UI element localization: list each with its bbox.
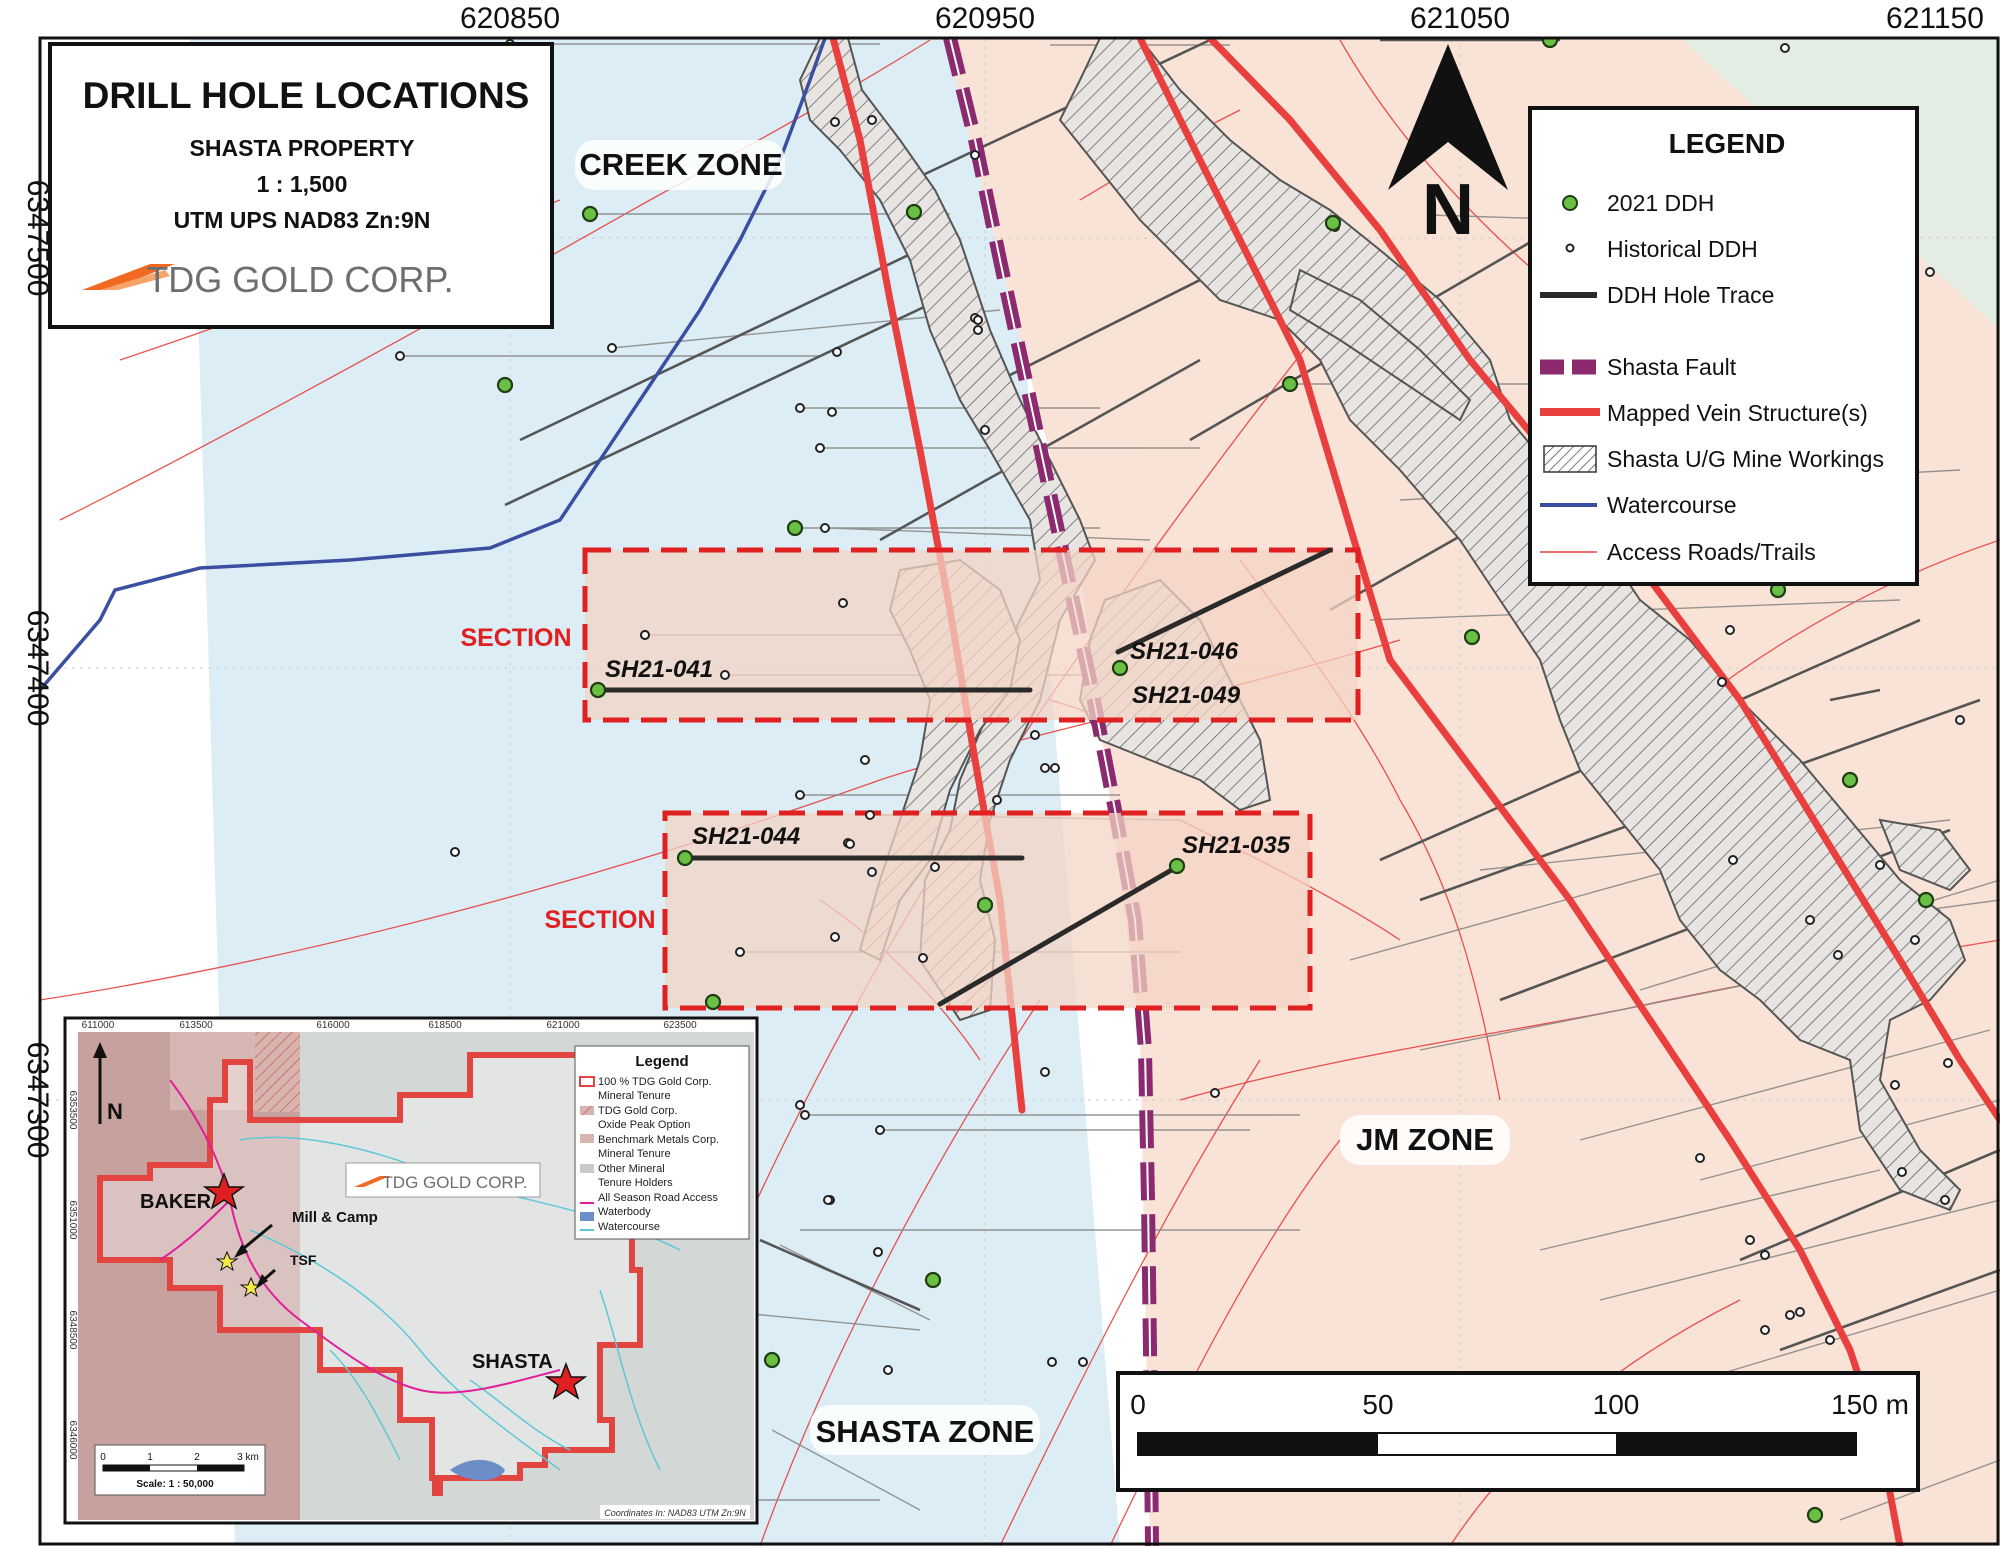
drill-hole-labels: SH21-041 SH21-046 SH21-049 SH21-044 SH21… (605, 638, 1291, 859)
inset-easting-1: 611000 (82, 1020, 115, 1031)
inset-logo-icon (354, 1176, 390, 1187)
inset-northing-1: 6353500 (67, 1091, 78, 1130)
inset-scale-tick-1: 1 (147, 1452, 153, 1463)
legend-item-vein: Mapped Vein Structure(s) (1607, 400, 1868, 426)
map-scale: 1 : 1,500 (257, 171, 348, 197)
inset-label-shasta: SHASTA (472, 1351, 553, 1373)
inset-legend-item-9: All Season Road Access (598, 1192, 718, 1204)
inset-legend-item-10: Waterbody (598, 1206, 651, 1218)
inset-legend-title: Legend (635, 1053, 688, 1070)
inset-legend-item-1: 100 % TDG Gold Corp. (598, 1076, 712, 1088)
legend-item-roads: Access Roads/Trails (1607, 539, 1816, 565)
creek-zone-label: CREEK ZONE (579, 147, 782, 182)
hatched-box-icon (1543, 445, 1597, 473)
inset-easting-6: 623500 (663, 1020, 697, 1031)
label-sh21-046: SH21-046 (1130, 638, 1239, 665)
map-projection: UTM UPS NAD83 Zn:9N (174, 207, 431, 233)
easting-label-2: 620950 (935, 2, 1035, 35)
green-dot-icon (1562, 195, 1578, 211)
inset-scale-tick-3: 3 km (237, 1452, 259, 1463)
legend-item-2021-ddh: 2021 DDH (1607, 190, 1714, 216)
inset-easting-5: 621000 (546, 1020, 580, 1031)
north-arrow-icon (1388, 44, 1508, 190)
inset-northing-4: 6346000 (67, 1421, 78, 1460)
section-label-south: SECTION (544, 906, 655, 934)
inset-label-mill: Mill & Camp (292, 1209, 378, 1226)
zone-labels: CREEK ZONE JM ZONE SHASTA ZONE (575, 140, 1510, 1455)
scale-tick-100: 100 (1593, 1389, 1640, 1420)
label-sh21-049: SH21-049 (1132, 682, 1241, 709)
inset-legend-item-11: Watercourse (598, 1221, 660, 1233)
inset-legend-item-8: Tenure Holders (598, 1177, 673, 1189)
inset-legend-item-7: Other Mineral (598, 1163, 665, 1175)
inset-legend-item-4: Oxide Peak Option (598, 1119, 690, 1131)
jm-zone-label: JM ZONE (1356, 1122, 1494, 1157)
map-title: DRILL HOLE LOCATIONS (83, 75, 530, 116)
section-box-north (582, 547, 1361, 723)
tdg-logo-icon (82, 264, 175, 290)
inset-logo-text: TDG GOLD CORP. (382, 1173, 527, 1192)
inset-legend-item-6: Mineral Tenure (598, 1148, 671, 1160)
inset-scale-text: Scale: 1 : 50,000 (136, 1479, 214, 1490)
inset-northing-2: 6351000 (67, 1201, 78, 1240)
label-sh21-044: SH21-044 (692, 823, 800, 850)
scale-tick-0: 0 (1130, 1389, 1146, 1420)
inset-north-label: N (107, 1099, 123, 1124)
inset-label-baker: BAKER (140, 1191, 212, 1213)
northing-label-2: 6347400 (21, 610, 54, 727)
section-labels: SECTION SECTION (460, 624, 655, 934)
inset-coords-note: Coordinates In: NAD83 UTM Zn:9N (604, 1508, 746, 1518)
label-sh21-035: SH21-035 (1182, 832, 1291, 859)
map-border (38, 36, 2000, 1546)
inset-legend: Legend 100 % TDG Gold Corp. Mineral Tenu… (574, 1045, 750, 1240)
inset-map: 611000 613500 616000 618500 621000 62350… (63, 1016, 759, 1525)
legend-box: LEGEND 2021 DDH Historical DDH DDH Hole … (1528, 106, 1919, 586)
legend-title: LEGEND (1669, 128, 1786, 159)
inset-northing-3: 6348500 (67, 1311, 78, 1350)
inset-legend-item-3: TDG Gold Corp. (598, 1105, 677, 1117)
small-circle-icon (1565, 243, 1575, 253)
inset-scale-tick-0: 0 (100, 1452, 106, 1463)
label-sh21-041: SH21-041 (605, 656, 713, 683)
north-arrow: N (1388, 44, 1508, 250)
easting-label-3: 621050 (1410, 2, 1510, 35)
shasta-star-icon (544, 1361, 588, 1400)
legend-item-hole-trace: DDH Hole Trace (1607, 282, 1774, 308)
mill-camp-star-icon (215, 1250, 239, 1272)
inset-legend-item-2: Mineral Tenure (598, 1090, 671, 1102)
scale-end-label: 150 m (1831, 1389, 1909, 1420)
grid-labels: 620850 620950 621050 621150 6347500 6347… (21, 2, 1984, 1158)
scale-bar: 0 50 100 150 m (1116, 1371, 1920, 1492)
inset-easting-2: 613500 (179, 1020, 213, 1031)
baker-star-icon (202, 1171, 246, 1210)
legend-item-mine-workings: Shasta U/G Mine Workings (1607, 446, 1884, 472)
scale-tick-50: 50 (1362, 1389, 1393, 1420)
legend-item-shasta-fault: Shasta Fault (1607, 354, 1737, 380)
title-box: DRILL HOLE LOCATIONS SHASTA PROPERTY 1 :… (48, 42, 554, 329)
section-label-north: SECTION (460, 624, 571, 652)
tdg-logo-text: TDG GOLD CORP. (146, 259, 453, 300)
historical-ddh-collars (395, 39, 1965, 1460)
northing-label-3: 6347300 (21, 1042, 54, 1159)
easting-label-1: 620850 (460, 2, 560, 35)
shasta-zone-label: SHASTA ZONE (816, 1414, 1035, 1449)
shasta-fault-highlight (949, 38, 1153, 1546)
inset-scale: 0 1 2 3 km Scale: 1 : 50,000 (94, 1444, 266, 1496)
property-name: SHASTA PROPERTY (190, 135, 415, 161)
ddh-2021-collars (496, 38, 1935, 1524)
inset-label-tsf: TSF (290, 1252, 317, 1268)
inset-scale-tick-2: 2 (194, 1452, 200, 1463)
legend-item-historical-ddh: Historical DDH (1607, 236, 1758, 262)
inset-easting-3: 616000 (316, 1020, 350, 1031)
inset-easting-4: 618500 (428, 1020, 462, 1031)
easting-label-4: 621150 (1886, 2, 1984, 35)
north-arrow-label: N (1422, 170, 1474, 250)
inset-legend-item-5: Benchmark Metals Corp. (598, 1134, 719, 1146)
legend-item-watercourse: Watercourse (1607, 492, 1737, 518)
ddh-2021-traces (595, 547, 1333, 1007)
